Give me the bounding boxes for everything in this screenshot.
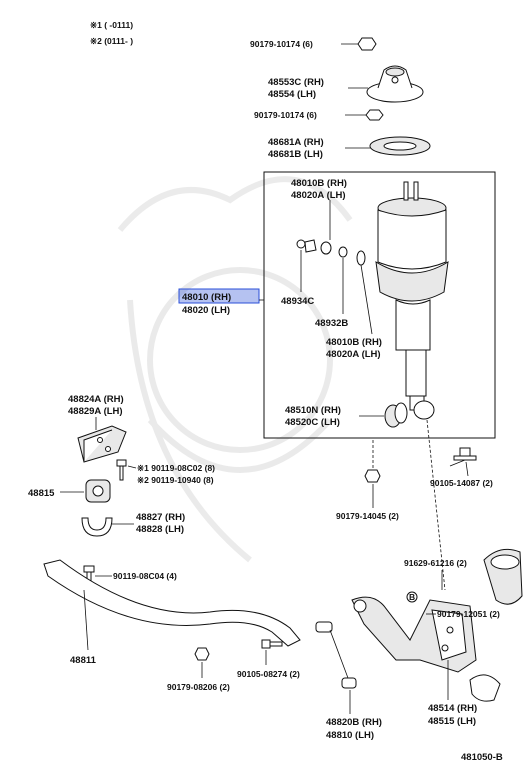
legend-note-2: ※2 (0111- )	[90, 36, 133, 46]
upper-support-icon	[366, 65, 424, 103]
label-retainer-lh[interactable]: 48020A (LH)	[291, 190, 346, 201]
label-link-rh[interactable]: 48820B (RH)	[326, 717, 382, 728]
knuckle-icon	[469, 548, 523, 702]
callout-b-letter: B	[409, 592, 415, 602]
callout-b-icon	[406, 591, 418, 603]
stabilizer-bar-icon	[43, 559, 301, 647]
air-shock-absorber-icon	[375, 181, 449, 420]
label-support-lh[interactable]: 48554 (LH)	[268, 89, 316, 100]
label-bushing-rh[interactable]: 48510N (RH)	[285, 405, 341, 416]
label-arm-rh[interactable]: 48514 (RH)	[428, 703, 477, 714]
o-ring-icon	[320, 241, 332, 255]
label-main-rh[interactable]: 48010 (RH)	[182, 292, 231, 303]
label-absorber-lh[interactable]: 48020A (LH)	[326, 349, 381, 360]
leader-bolt-right	[465, 461, 469, 477]
nut-icon	[364, 469, 381, 483]
nut-icon	[194, 647, 210, 661]
bracket-icon	[77, 425, 127, 463]
label-stab-bushing[interactable]: 48815	[28, 488, 55, 499]
label-bolt-link[interactable]: 90105-08274 (2)	[237, 669, 300, 679]
leader-absorber	[360, 264, 373, 335]
label-arm-lh[interactable]: 48515 (LH)	[428, 716, 476, 727]
o-ring-icon	[356, 250, 366, 266]
bolt-icon	[449, 447, 477, 467]
assembly-box	[263, 171, 496, 439]
legend-note-1: ※1 ( -0111)	[90, 20, 133, 30]
label-nut-link[interactable]: 90179-08206 (2)	[167, 682, 230, 692]
label-retainer-rh[interactable]: 48010B (RH)	[291, 178, 347, 189]
stabilizer-bushing-icon	[85, 479, 111, 503]
label-pin[interactable]: 91629-61216 (2)	[404, 558, 467, 568]
label-absorber-rh[interactable]: 48010B (RH)	[326, 337, 382, 348]
label-nut-top[interactable]: 90179-10174 (6)	[250, 39, 313, 49]
label-bolt-right[interactable]: 90105-14087 (2)	[430, 478, 493, 488]
label-bolt-2[interactable]: ※2 90119-10940 (8)	[137, 475, 214, 485]
label-nut-right[interactable]: 90179-14045 (2)	[336, 511, 399, 521]
bushing-icon	[384, 402, 408, 428]
label-nut-mid[interactable]: 90179-10174 (6)	[254, 110, 317, 120]
label-link-lh[interactable]: 48810 (LH)	[326, 730, 374, 741]
gasket-ring-icon	[369, 136, 431, 156]
highlight-border	[178, 288, 260, 304]
label-clamp-lh[interactable]: 48828 (LH)	[136, 524, 184, 535]
clamp-icon	[81, 517, 113, 537]
label-stab-bar[interactable]: 48811	[70, 655, 97, 666]
clip-icon	[296, 239, 317, 253]
nut-icon	[365, 109, 384, 121]
watermark	[117, 176, 353, 563]
label-bolt-1[interactable]: ※1 90119-08C02 (8)	[137, 463, 215, 473]
nut-icon	[357, 37, 377, 51]
label-bracket-rh[interactable]: 48824A (RH)	[68, 394, 124, 405]
bolt-icon	[261, 639, 283, 649]
o-ring-icon	[338, 246, 348, 258]
guide-line	[426, 419, 446, 591]
leader-bolts	[127, 465, 137, 469]
diagram-code: 481050-B	[461, 752, 503, 763]
bolt-icon	[116, 459, 127, 481]
label-bracket-lh[interactable]: 48829A (LH)	[68, 406, 123, 417]
label-support-rh[interactable]: 48553C (RH)	[268, 77, 324, 88]
label-clip[interactable]: 48934C	[281, 296, 314, 307]
label-oring[interactable]: 48932B	[315, 318, 348, 329]
leader-stab-bar	[83, 589, 89, 651]
label-ring-rh[interactable]: 48681A (RH)	[268, 137, 324, 148]
highlight-box	[179, 289, 259, 303]
lower-arm-icon	[351, 596, 477, 673]
label-ring-lh[interactable]: 48681B (LH)	[268, 149, 323, 160]
label-main-lh[interactable]: 48020 (LH)	[182, 305, 230, 316]
label-clamp-rh[interactable]: 48827 (RH)	[136, 512, 185, 523]
label-bolt-stab[interactable]: 90119-08C04 (4)	[113, 571, 177, 581]
label-nut-arm[interactable]: 90179-12051 (2)	[437, 609, 500, 619]
label-bushing-lh[interactable]: 48520C (LH)	[285, 417, 340, 428]
stabilizer-link-icon	[315, 621, 357, 689]
